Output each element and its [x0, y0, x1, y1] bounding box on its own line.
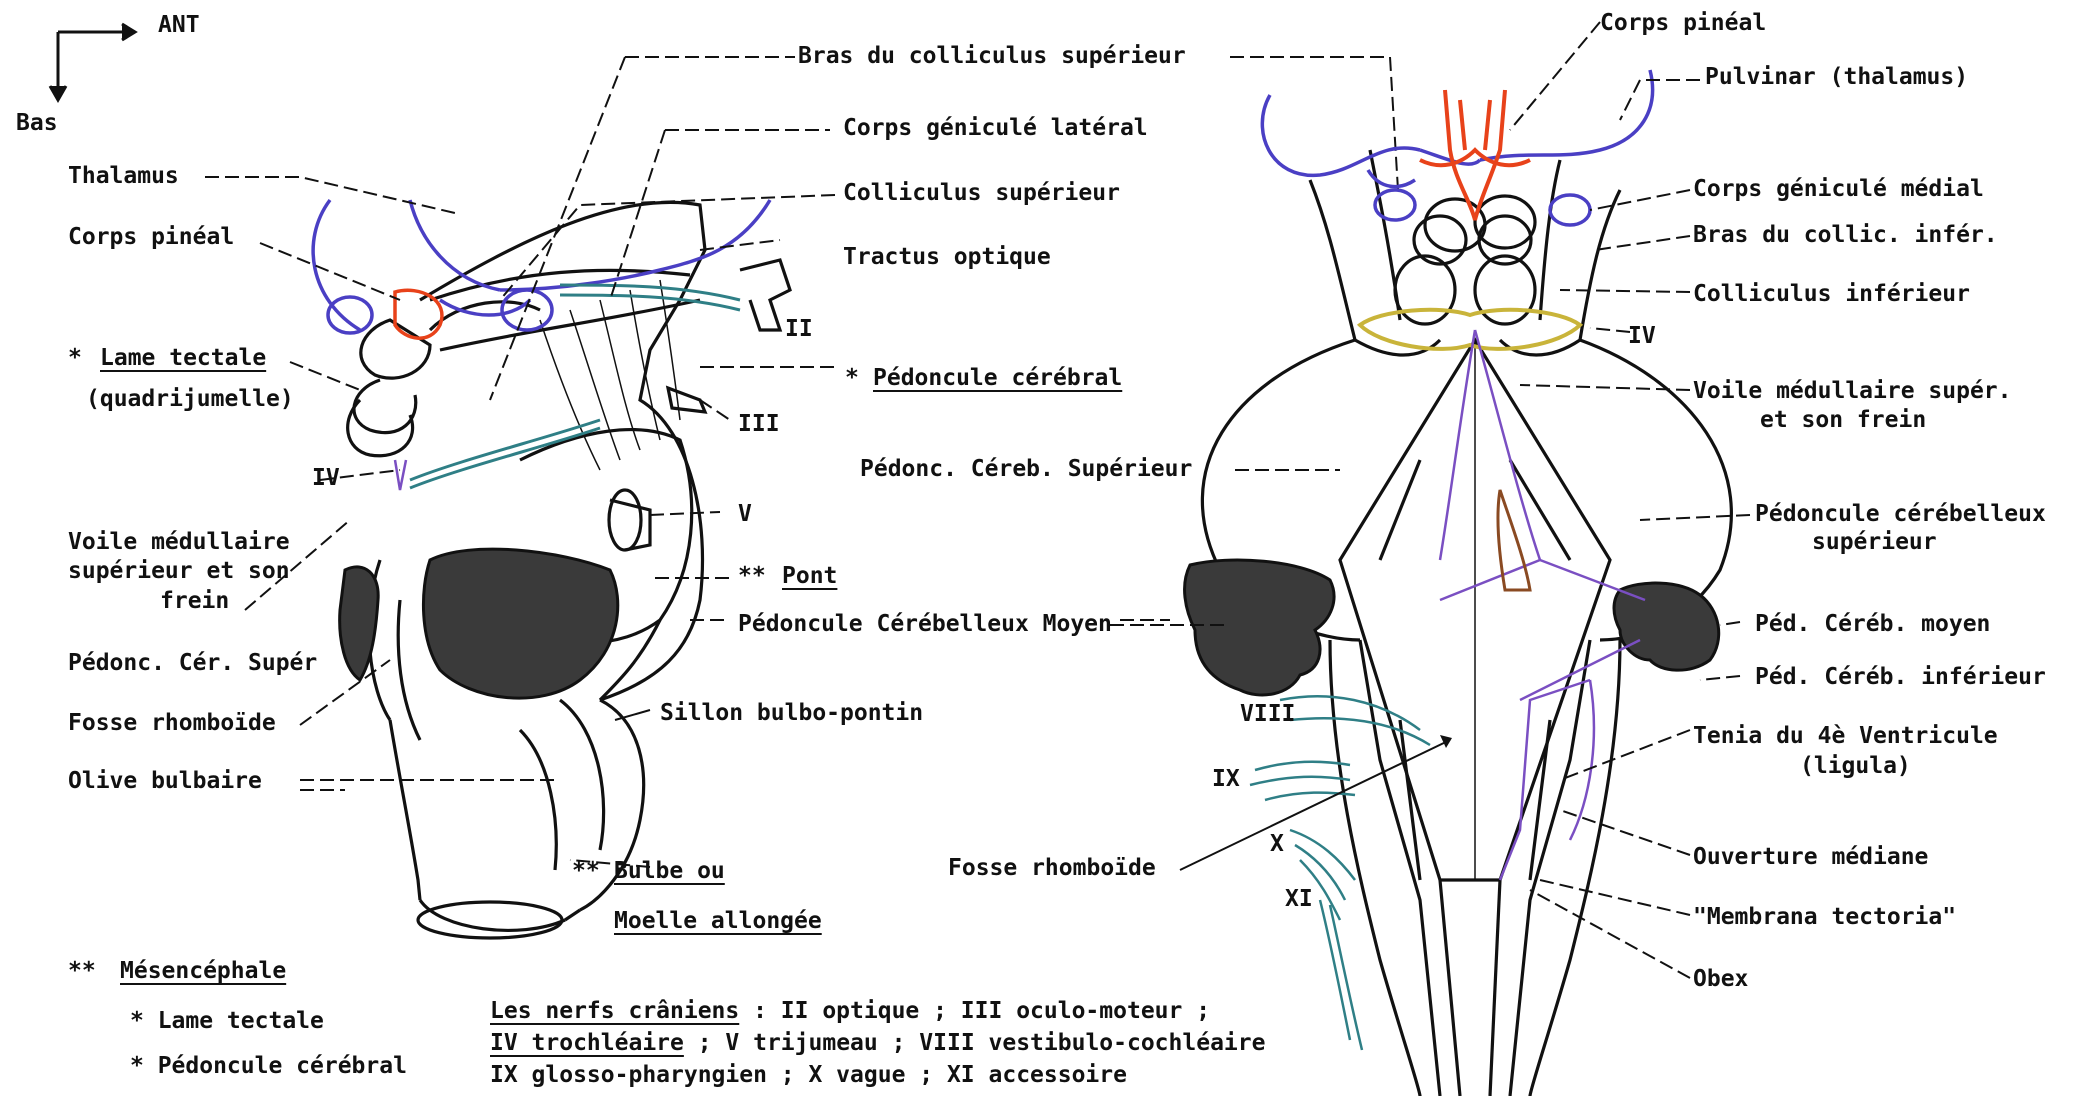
leader-lines-left — [205, 57, 1398, 867]
label-bulbe-stars: ** — [572, 860, 600, 883]
label-fosse-rhomboide-right: Fosse rhomboïde — [948, 857, 1156, 880]
label-colliculus-inf: Colliculus inférieur — [1693, 283, 1970, 306]
nerves-line1: : II optique ; III oculo-moteur ; — [739, 998, 1210, 1024]
label-ped-cereb-sup-1: Pédoncule cérébelleux — [1755, 503, 2046, 526]
orientation-arrows — [50, 24, 135, 100]
label-pedonc-cer-super: Pédonc. Cér. Supér — [68, 652, 317, 675]
nerves-line2-a: IV trochléaire — [490, 1030, 684, 1056]
label-pont: Pont — [782, 565, 837, 588]
label-lame-tectale: Lame tectale — [100, 347, 266, 370]
label-membrana: "Membrana tectoria" — [1693, 906, 1956, 929]
label-ouverture: Ouverture médiane — [1693, 846, 1928, 869]
dorsal-view-brown-stripe — [1498, 490, 1530, 590]
legend-title: Mésencéphale — [120, 960, 286, 983]
label-voile-2: supérieur et son — [68, 560, 290, 583]
lateral-view-cut-surfaces — [340, 549, 618, 698]
label-corps-pineal-left: Corps pinéal — [68, 226, 234, 249]
label-tenia-1: Tenia du 4è Ventricule — [1693, 725, 1998, 748]
label-ii: II — [785, 318, 813, 341]
label-ped-cereb-moyen: Péd. Céréb. moyen — [1755, 613, 1990, 636]
nerves-heading: Les nerfs crâniens — [490, 998, 739, 1024]
label-bras-colliculus: Bras du colliculus supérieur — [798, 45, 1186, 68]
legend-item-lame: * Lame tectale — [130, 1010, 324, 1033]
label-iv-right: IV — [1628, 325, 1656, 348]
label-bulbe-ou: Bulbe ou — [614, 860, 725, 883]
label-ix: IX — [1212, 768, 1240, 791]
label-v: V — [738, 503, 752, 526]
label-colliculus-sup: Colliculus supérieur — [843, 182, 1120, 205]
legend-item-pedoncule: * Pédoncule cérébral — [130, 1055, 407, 1078]
label-thalamus-left: Thalamus — [68, 165, 179, 188]
label-voile-3: frein — [160, 590, 229, 613]
lateral-view-nerves — [410, 285, 740, 488]
label-bras-collic-infer: Bras du collic. infér. — [1693, 224, 1998, 247]
label-pont-stars: ** — [738, 565, 766, 588]
label-pedoncule-cerebral: Pédoncule cérébral — [873, 367, 1122, 390]
bas-label: Bas — [16, 112, 58, 135]
label-fosse-rhomboide-left: Fosse rhomboïde — [68, 712, 276, 735]
label-quadrijumelle: (quadrijumelle) — [86, 388, 294, 411]
label-pedonc-cereb-sup: Pédonc. Céreb. Supérieur — [860, 458, 1192, 481]
nerves-line3: IX glosso-pharyngien ; X vague ; XI acce… — [490, 1062, 1127, 1088]
label-corps-pineal-right: Corps pinéal — [1600, 12, 1766, 35]
label-viii: VIII — [1240, 703, 1295, 726]
label-tractus-optique: Tractus optique — [843, 246, 1051, 269]
label-xi: XI — [1285, 888, 1313, 911]
dorsal-view-thalamus-outline — [1262, 70, 1652, 225]
label-moelle: Moelle allongée — [614, 910, 822, 933]
dorsal-view-velum-ring — [1360, 310, 1580, 349]
label-voile-1: Voile médullaire — [68, 531, 290, 554]
label-iii: III — [738, 413, 780, 436]
label-iv-left: IV — [312, 467, 340, 490]
label-ped-cereb-sup-2: supérieur — [1812, 531, 1937, 554]
label-ped-cereb-inf: Péd. Céréb. inférieur — [1755, 666, 2046, 689]
label-obex: Obex — [1693, 968, 1748, 991]
label-corps-genicule-lat: Corps géniculé latéral — [843, 117, 1148, 140]
cranial-nerves-note: Les nerfs crâniens : II optique ; III oc… — [490, 1000, 1265, 1087]
label-pedoncule-cerebral-star: * — [845, 367, 859, 390]
label-pedoncule-moyen: Pédoncule Cérébelleux Moyen — [738, 613, 1112, 636]
label-lame-tectale-star: * — [68, 347, 82, 370]
label-corps-genicule-med: Corps géniculé médial — [1693, 178, 1984, 201]
label-voile-right-1: Voile médullaire supér. — [1693, 380, 2012, 403]
label-sillon: Sillon bulbo-pontin — [660, 702, 923, 725]
legend-stars: ** — [68, 960, 96, 983]
label-x: X — [1270, 833, 1284, 856]
dorsal-view-cut-surfaces — [1185, 560, 1719, 695]
lateral-view-frein — [395, 460, 406, 490]
nerves-line2-b: ; V trijumeau ; VIII vestibulo-cochléair… — [684, 1030, 1266, 1056]
ant-label: ANT — [158, 14, 200, 37]
label-olive-bulbaire: Olive bulbaire — [68, 770, 262, 793]
label-tenia-2: (ligula) — [1800, 755, 1911, 778]
label-voile-right-2: et son frein — [1760, 409, 1926, 432]
label-pulvinar: Pulvinar (thalamus) — [1705, 66, 1968, 89]
